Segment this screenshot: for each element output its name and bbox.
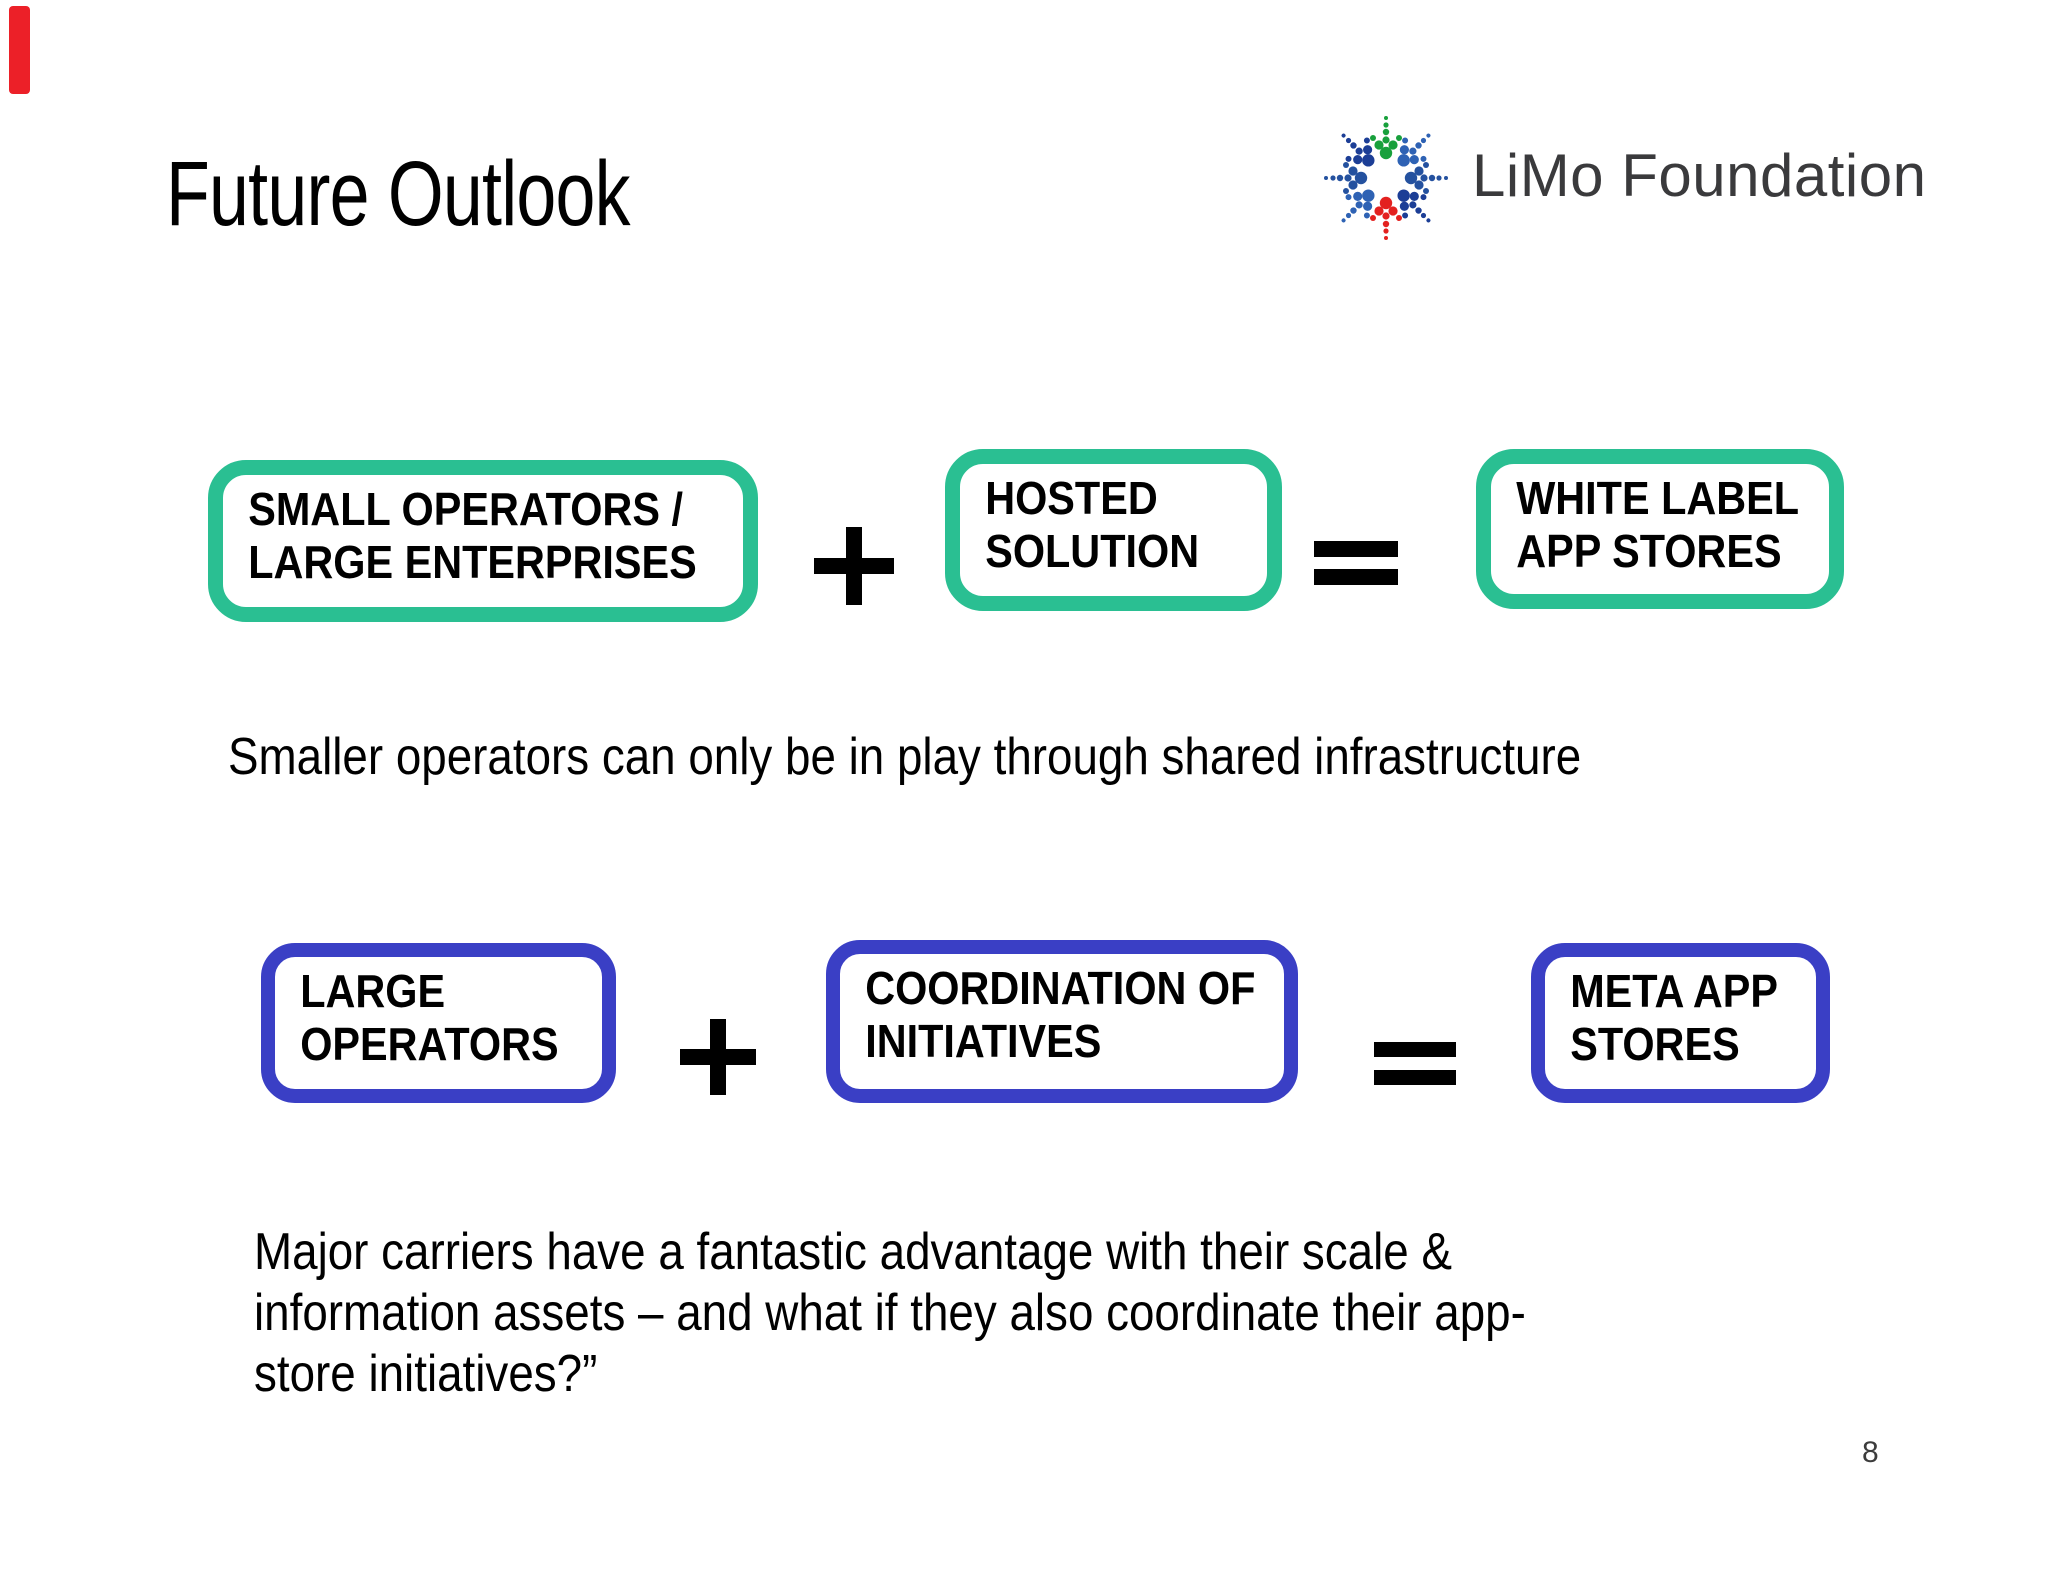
box-label-line2: STORES	[1570, 1018, 1740, 1071]
box-label-line2: LARGE ENTERPRISES	[248, 536, 697, 589]
box-small-operators-large-enterprises: SMALL OPERATORS / LARGE ENTERPRISES	[208, 460, 758, 622]
box-label-line1: SMALL OPERATORS /	[248, 483, 683, 535]
row2-caption-line1: Major carriers have a fantastic advantag…	[254, 1223, 1452, 1281]
equals-bottom-bar	[1374, 1070, 1456, 1085]
equals-operator-row2	[1374, 1042, 1456, 1085]
box-label: META APP STORES	[1545, 957, 1789, 1072]
box-hosted-solution: HOSTED SOLUTION	[945, 449, 1282, 611]
box-label: COORDINATION OF INITIATIVES	[840, 954, 1256, 1069]
box-large-operators: LARGE OPERATORS	[261, 943, 616, 1103]
plus-operator-row2	[680, 1019, 756, 1095]
row2-caption-line2: information assets – and what if they al…	[254, 1283, 1526, 1342]
page-number: 8	[1862, 1436, 1879, 1469]
row2-caption-line3: store initiatives?”	[254, 1344, 598, 1403]
box-label-line1: HOSTED	[985, 472, 1158, 524]
box-label-line1: COORDINATION OF	[865, 962, 1256, 1014]
equals-top-bar	[1374, 1042, 1456, 1057]
box-label-line2: APP STORES	[1516, 525, 1782, 578]
box-label: LARGE OPERATORS	[275, 957, 569, 1072]
equals-bottom-bar	[1314, 569, 1398, 585]
box-label: WHITE LABEL APP STORES	[1491, 464, 1800, 579]
box-label: HOSTED SOLUTION	[960, 464, 1236, 579]
limo-starburst-icon	[1324, 116, 1448, 240]
row1-caption: Smaller operators can only be in play th…	[228, 728, 1582, 786]
plus-vertical-bar	[710, 1019, 726, 1095]
box-label-line2: INITIATIVES	[865, 1015, 1102, 1068]
box-label-line1: LARGE	[300, 965, 446, 1017]
row2-caption: Major carriers have a fantastic advantag…	[254, 1222, 1526, 1404]
equals-top-bar	[1314, 541, 1398, 557]
box-meta-app-stores: META APP STORES	[1531, 943, 1830, 1103]
box-label: SMALL OPERATORS / LARGE ENTERPRISES	[223, 475, 697, 590]
box-coordination-of-initiatives: COORDINATION OF INITIATIVES	[826, 940, 1298, 1103]
limo-foundation-logo-text: LiMo Foundation	[1472, 142, 1927, 209]
box-label-line2: SOLUTION	[985, 525, 1200, 578]
equals-operator-row1	[1314, 541, 1398, 585]
box-label-line2: OPERATORS	[300, 1018, 559, 1071]
box-label-line1: META APP	[1570, 965, 1778, 1017]
slide-title: Future Outlook	[166, 143, 631, 245]
plus-operator-row1	[814, 527, 894, 605]
box-white-label-app-stores: WHITE LABEL APP STORES	[1476, 449, 1844, 609]
box-label-line1: WHITE LABEL	[1516, 472, 1800, 524]
plus-vertical-bar	[846, 527, 862, 605]
red-corner-mark	[9, 6, 30, 94]
